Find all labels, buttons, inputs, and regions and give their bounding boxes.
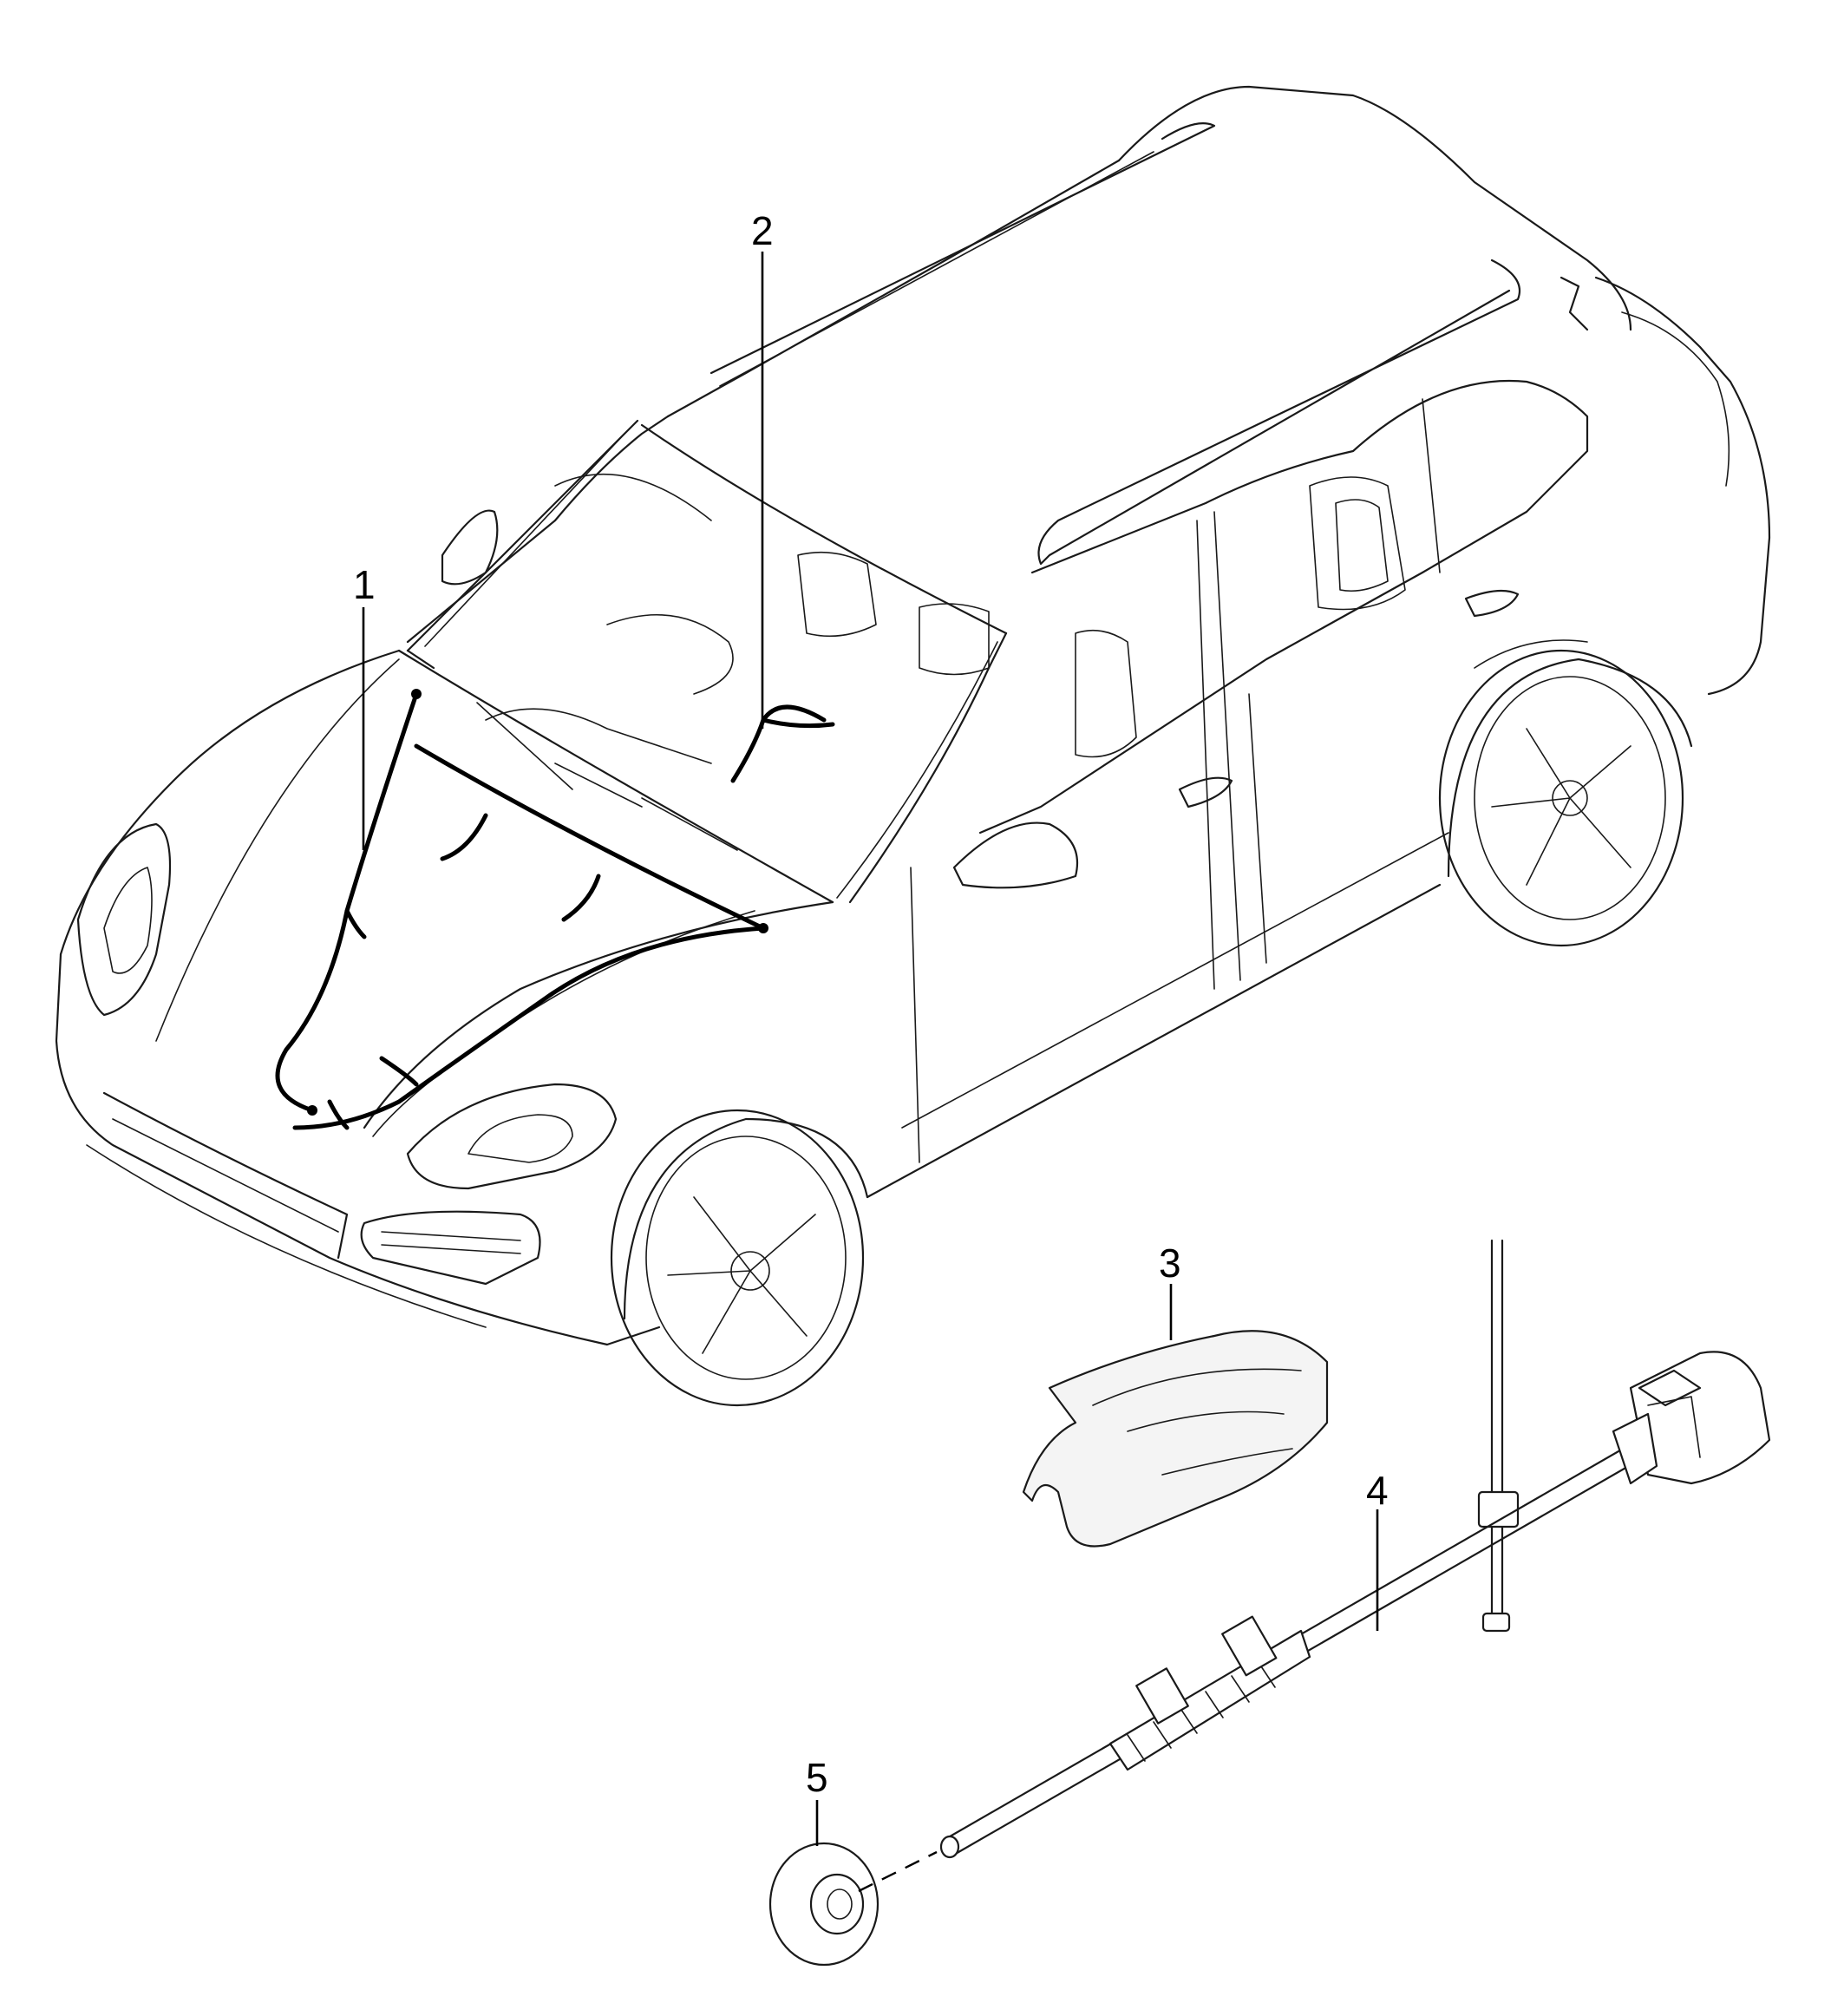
part-3-cover — [1022, 1330, 1329, 1548]
callout-labels: 1 2 3 4 5 — [353, 208, 1389, 1800]
cable-grommet-coil — [1108, 1615, 1311, 1771]
callout-5: 5 — [806, 1755, 828, 1800]
callout-leaders — [362, 252, 1379, 1846]
wiring-harness-2 — [730, 704, 835, 783]
callout-3: 3 — [1159, 1240, 1181, 1286]
wiring-harness-1 — [275, 689, 768, 1130]
callout-2: 2 — [751, 208, 774, 253]
callout-4: 4 — [1366, 1468, 1389, 1513]
vehicle-outline — [55, 85, 1771, 1407]
part-5-grommet — [768, 1842, 938, 1967]
callout-1: 1 — [353, 562, 376, 607]
part-4-cable — [939, 1239, 1771, 1859]
